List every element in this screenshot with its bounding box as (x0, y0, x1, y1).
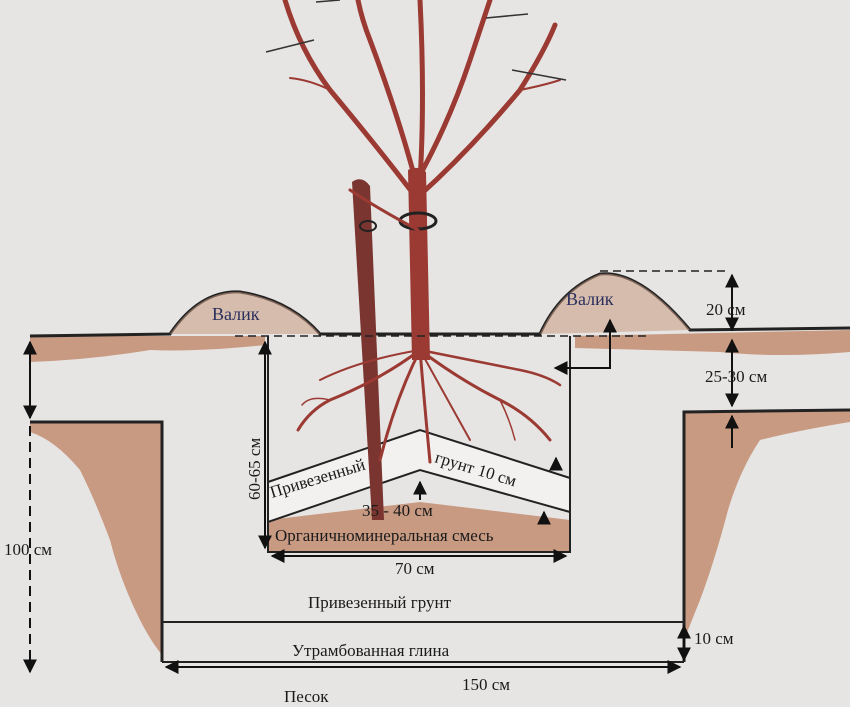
tree-tie-loop (359, 220, 377, 232)
imported-soil-label: Привезенный грунт (308, 593, 452, 612)
pit-width-label: 70 см (395, 559, 435, 578)
mound-left (170, 291, 320, 334)
tree-trunk (408, 167, 430, 360)
dimension-lines (23, 273, 739, 674)
pit-depth-label: 60-65 см (245, 438, 264, 500)
organomineral-mix-label: Органичноминеральная смесь (275, 526, 494, 545)
pruning-marks (265, 0, 567, 81)
tree-branches (282, 0, 561, 232)
mound-right (540, 273, 690, 334)
topsoil-depth-label: 25-30 см (705, 367, 767, 386)
tree-roots (296, 348, 562, 464)
soil-wall-right (684, 410, 850, 640)
support-stake (352, 179, 384, 520)
mound-right-label: Валик (566, 289, 614, 309)
total-depth-label: 100 см (4, 540, 52, 559)
compacted-clay-label: Утрамбованная глина (292, 641, 450, 660)
soil-wall-left (30, 422, 162, 655)
mound-height-label: 20 см (706, 300, 746, 319)
sand-label: Песок (284, 687, 329, 706)
dim-mound-elbow (553, 352, 611, 375)
trench-width-label: 150 см (462, 675, 510, 694)
topsoil-left (30, 336, 265, 362)
mix-height-label: 35 - 40 см (362, 501, 433, 520)
mound-left-label: Валик (212, 304, 260, 324)
clay-thickness-label: 10 см (694, 629, 734, 648)
trench-outline (30, 408, 850, 662)
mix-layer (268, 502, 570, 552)
